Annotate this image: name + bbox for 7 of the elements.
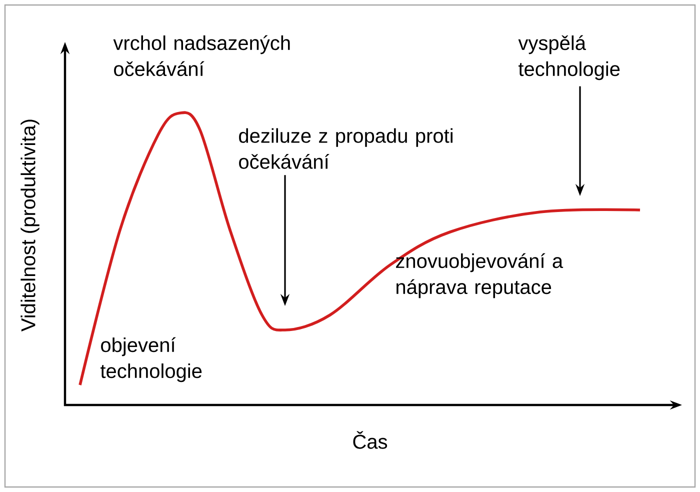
curve-label: znovuobjevování a náprava reputace — [396, 253, 564, 298]
curve-label: objevení technologie — [100, 337, 202, 382]
curve-label: deziluze z propadu proti očekávání — [239, 128, 452, 169]
axis-label: Viditelnost (produktivita) — [20, 120, 40, 332]
axis-label: Čas — [353, 431, 388, 449]
curve-label: vyspělá technologie — [518, 35, 620, 80]
curve-label: vrchol nadsazených očekávání — [113, 35, 290, 76]
